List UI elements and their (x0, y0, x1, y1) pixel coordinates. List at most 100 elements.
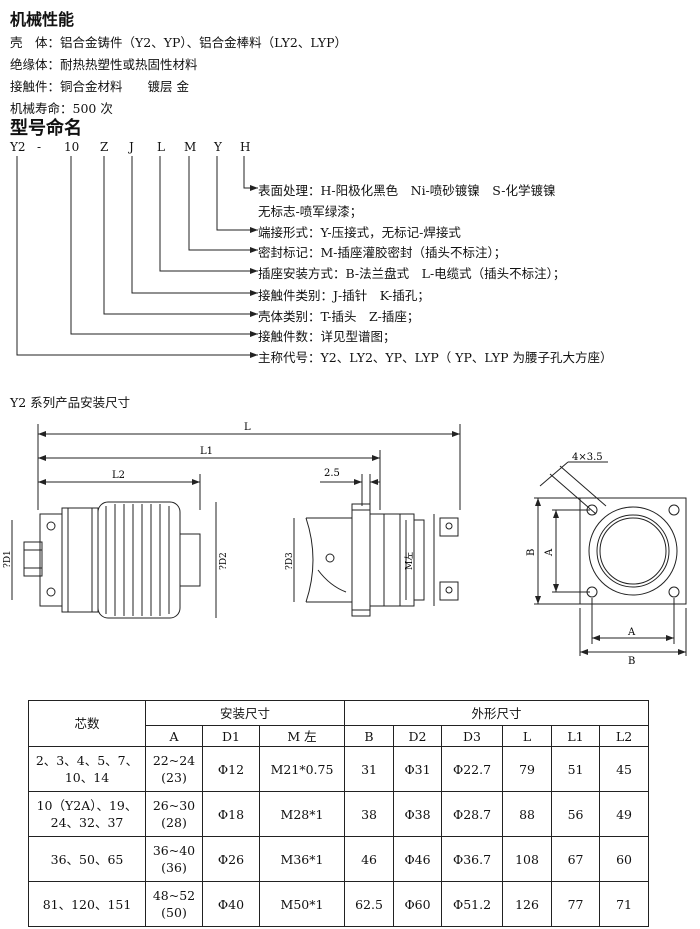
cell-D3: Φ51.2 (441, 881, 504, 927)
code-j: J (129, 140, 134, 154)
header-outer: 外形尺寸 (344, 700, 650, 726)
dim-A-horizontal: A (627, 627, 636, 638)
cell-L2: 49 (599, 791, 650, 837)
cell-D3: Φ28.7 (441, 791, 504, 837)
dim-B-vertical: B (526, 549, 537, 556)
desc-mounting: 插座安装方式：B-法兰盘式 L-电缆式（插头不标注）； (258, 266, 566, 281)
cell-M: M36*1 (258, 836, 346, 882)
mech-line-insulator: 绝缘体：耐热热塑性或热固性材料 (10, 57, 198, 72)
col-L2: L2 (599, 725, 650, 747)
table-header-row: 芯数 安装尺寸 外形尺寸 (28, 700, 650, 747)
cell-A: 26~30(28) (145, 791, 203, 837)
dim-L2: L2 (112, 470, 125, 481)
mech-line-shell: 壳 体：铝合金铸件（Y2、YP）、铝合金棒料（LY2、LYP） (10, 35, 347, 50)
desc-surface-default: 无标志-喷军绿漆； (258, 204, 363, 219)
col-M: M 左 (258, 725, 346, 747)
dim-holes: 4×3.5 (572, 452, 603, 463)
table-row: 81、120、151 48~52(50) Φ40 M50*1 62.5 Φ60 … (28, 881, 650, 927)
mech-title: 机械性能 (10, 10, 75, 29)
code-y: Y (214, 140, 222, 154)
code-l: L (157, 140, 165, 154)
cell-M: M50*1 (258, 881, 346, 927)
dim-gap: 2.5 (324, 468, 340, 479)
cell-L: 88 (502, 791, 553, 837)
desc-shell-type: 壳体类别：T-插头 Z-插座； (258, 309, 420, 324)
cell-A: 36~40(36) (145, 836, 203, 882)
cell-L1: 77 (551, 881, 601, 927)
code-z: Z (100, 140, 109, 154)
desc-seal: 密封标记：M-插座灌胶密封（插头不标注）； (258, 245, 507, 260)
col-L: L (502, 725, 553, 747)
cell-L: 79 (502, 746, 553, 792)
cell-cores: 2、3、4、5、7、10、14 (28, 746, 146, 792)
cell-M: M21*0.75 (258, 746, 346, 792)
cell-L: 126 (502, 881, 553, 927)
install-drawing: L L1 L2 ?D1 ?D2 2.5 ?D (3, 422, 687, 667)
cell-B: 31 (344, 746, 395, 792)
cell-L1: 56 (551, 791, 601, 837)
col-D2: D2 (393, 725, 443, 747)
table-subheader-row: A D1 M 左 B D2 D3 L L1 L2 (29, 725, 650, 747)
model-leader-lines (16, 156, 258, 358)
col-A: A (145, 725, 203, 747)
plug-side-view (11, 424, 461, 619)
cell-A: 22~24(23) (145, 746, 203, 792)
cell-D1: Φ26 (202, 836, 260, 882)
cell-L2: 60 (599, 836, 650, 882)
header-install: 安装尺寸 (144, 700, 346, 726)
mech-line-life: 机械寿命：500 次 (10, 101, 113, 116)
dim-D2: ?D2 (219, 552, 229, 570)
cell-B: 38 (344, 791, 395, 837)
receptacle-side-view (293, 474, 459, 617)
desc-contact-type: 接触件类别：J-插针 K-插孔； (258, 288, 430, 303)
dim-M-left: M左 (403, 552, 415, 570)
cell-D1: Φ12 (202, 746, 260, 792)
code-dash: - (37, 140, 42, 154)
header-cores: 芯数 (28, 700, 146, 747)
cell-B: 62.5 (344, 881, 395, 927)
cell-D2: Φ38 (393, 791, 443, 837)
cell-D2: Φ31 (393, 746, 443, 792)
cell-L1: 67 (551, 836, 601, 882)
install-title: Y2 系列产品安装尺寸 (10, 395, 131, 410)
table-row: 10（Y2A）、19、24、32、37 26~30(28) Φ18 M28*1 … (28, 791, 650, 837)
code-y2: Y2 (10, 140, 26, 154)
cell-D2: Φ60 (393, 881, 443, 927)
receptacle-front-view (534, 461, 687, 656)
desc-surface: 表面处理：H-阳极化黑色 Ni-喷砂镀镍 S-化学镀镍 (258, 183, 556, 198)
cell-D2: Φ46 (393, 836, 443, 882)
desc-main-code: 主称代号：Y2、LY2、YP、LYP（ YP、LYP 为腰子孔大方座） (258, 350, 613, 365)
code-10: 10 (64, 140, 80, 154)
cell-D1: Φ40 (202, 881, 260, 927)
cell-cores: 81、120、151 (28, 881, 146, 927)
dim-L1: L1 (200, 446, 213, 457)
dim-B-horizontal: B (628, 656, 635, 667)
dim-D1: ?D1 (3, 550, 13, 568)
cell-D1: Φ18 (202, 791, 260, 837)
code-m: M (184, 140, 197, 154)
col-D3: D3 (441, 725, 504, 747)
model-title: 型号命名 (10, 118, 82, 139)
desc-termination: 端接形式：Y-压接式，无标记-焊接式 (258, 225, 461, 240)
cell-D3: Φ22.7 (441, 746, 504, 792)
cell-D3: Φ36.7 (441, 836, 504, 882)
code-h: H (240, 140, 251, 154)
table-row: 36、50、65 36~40(36) Φ26 M36*1 46 Φ46 Φ36.… (28, 836, 650, 882)
col-D1: D1 (202, 725, 260, 747)
cell-B: 46 (344, 836, 395, 882)
cell-L2: 45 (599, 746, 650, 792)
dim-L: L (244, 422, 251, 433)
dim-D3: ?D3 (285, 552, 295, 570)
cell-L: 108 (502, 836, 553, 882)
cell-L2: 71 (599, 881, 650, 927)
col-B: B (344, 725, 395, 747)
table-row: 2、3、4、5、7、10、14 22~24(23) Φ12 M21*0.75 3… (28, 746, 650, 792)
mech-line-contact: 接触件：铜合金材料 镀层 金 (10, 79, 189, 94)
desc-contact-count: 接触件数：详见型谱图； (258, 329, 396, 344)
col-L1: L1 (551, 725, 601, 747)
cell-cores: 36、50、65 (28, 836, 146, 882)
dim-A-vertical: A (544, 548, 555, 557)
cell-L1: 51 (551, 746, 601, 792)
cell-A: 48~52(50) (145, 881, 203, 927)
cell-M: M28*1 (258, 791, 346, 837)
